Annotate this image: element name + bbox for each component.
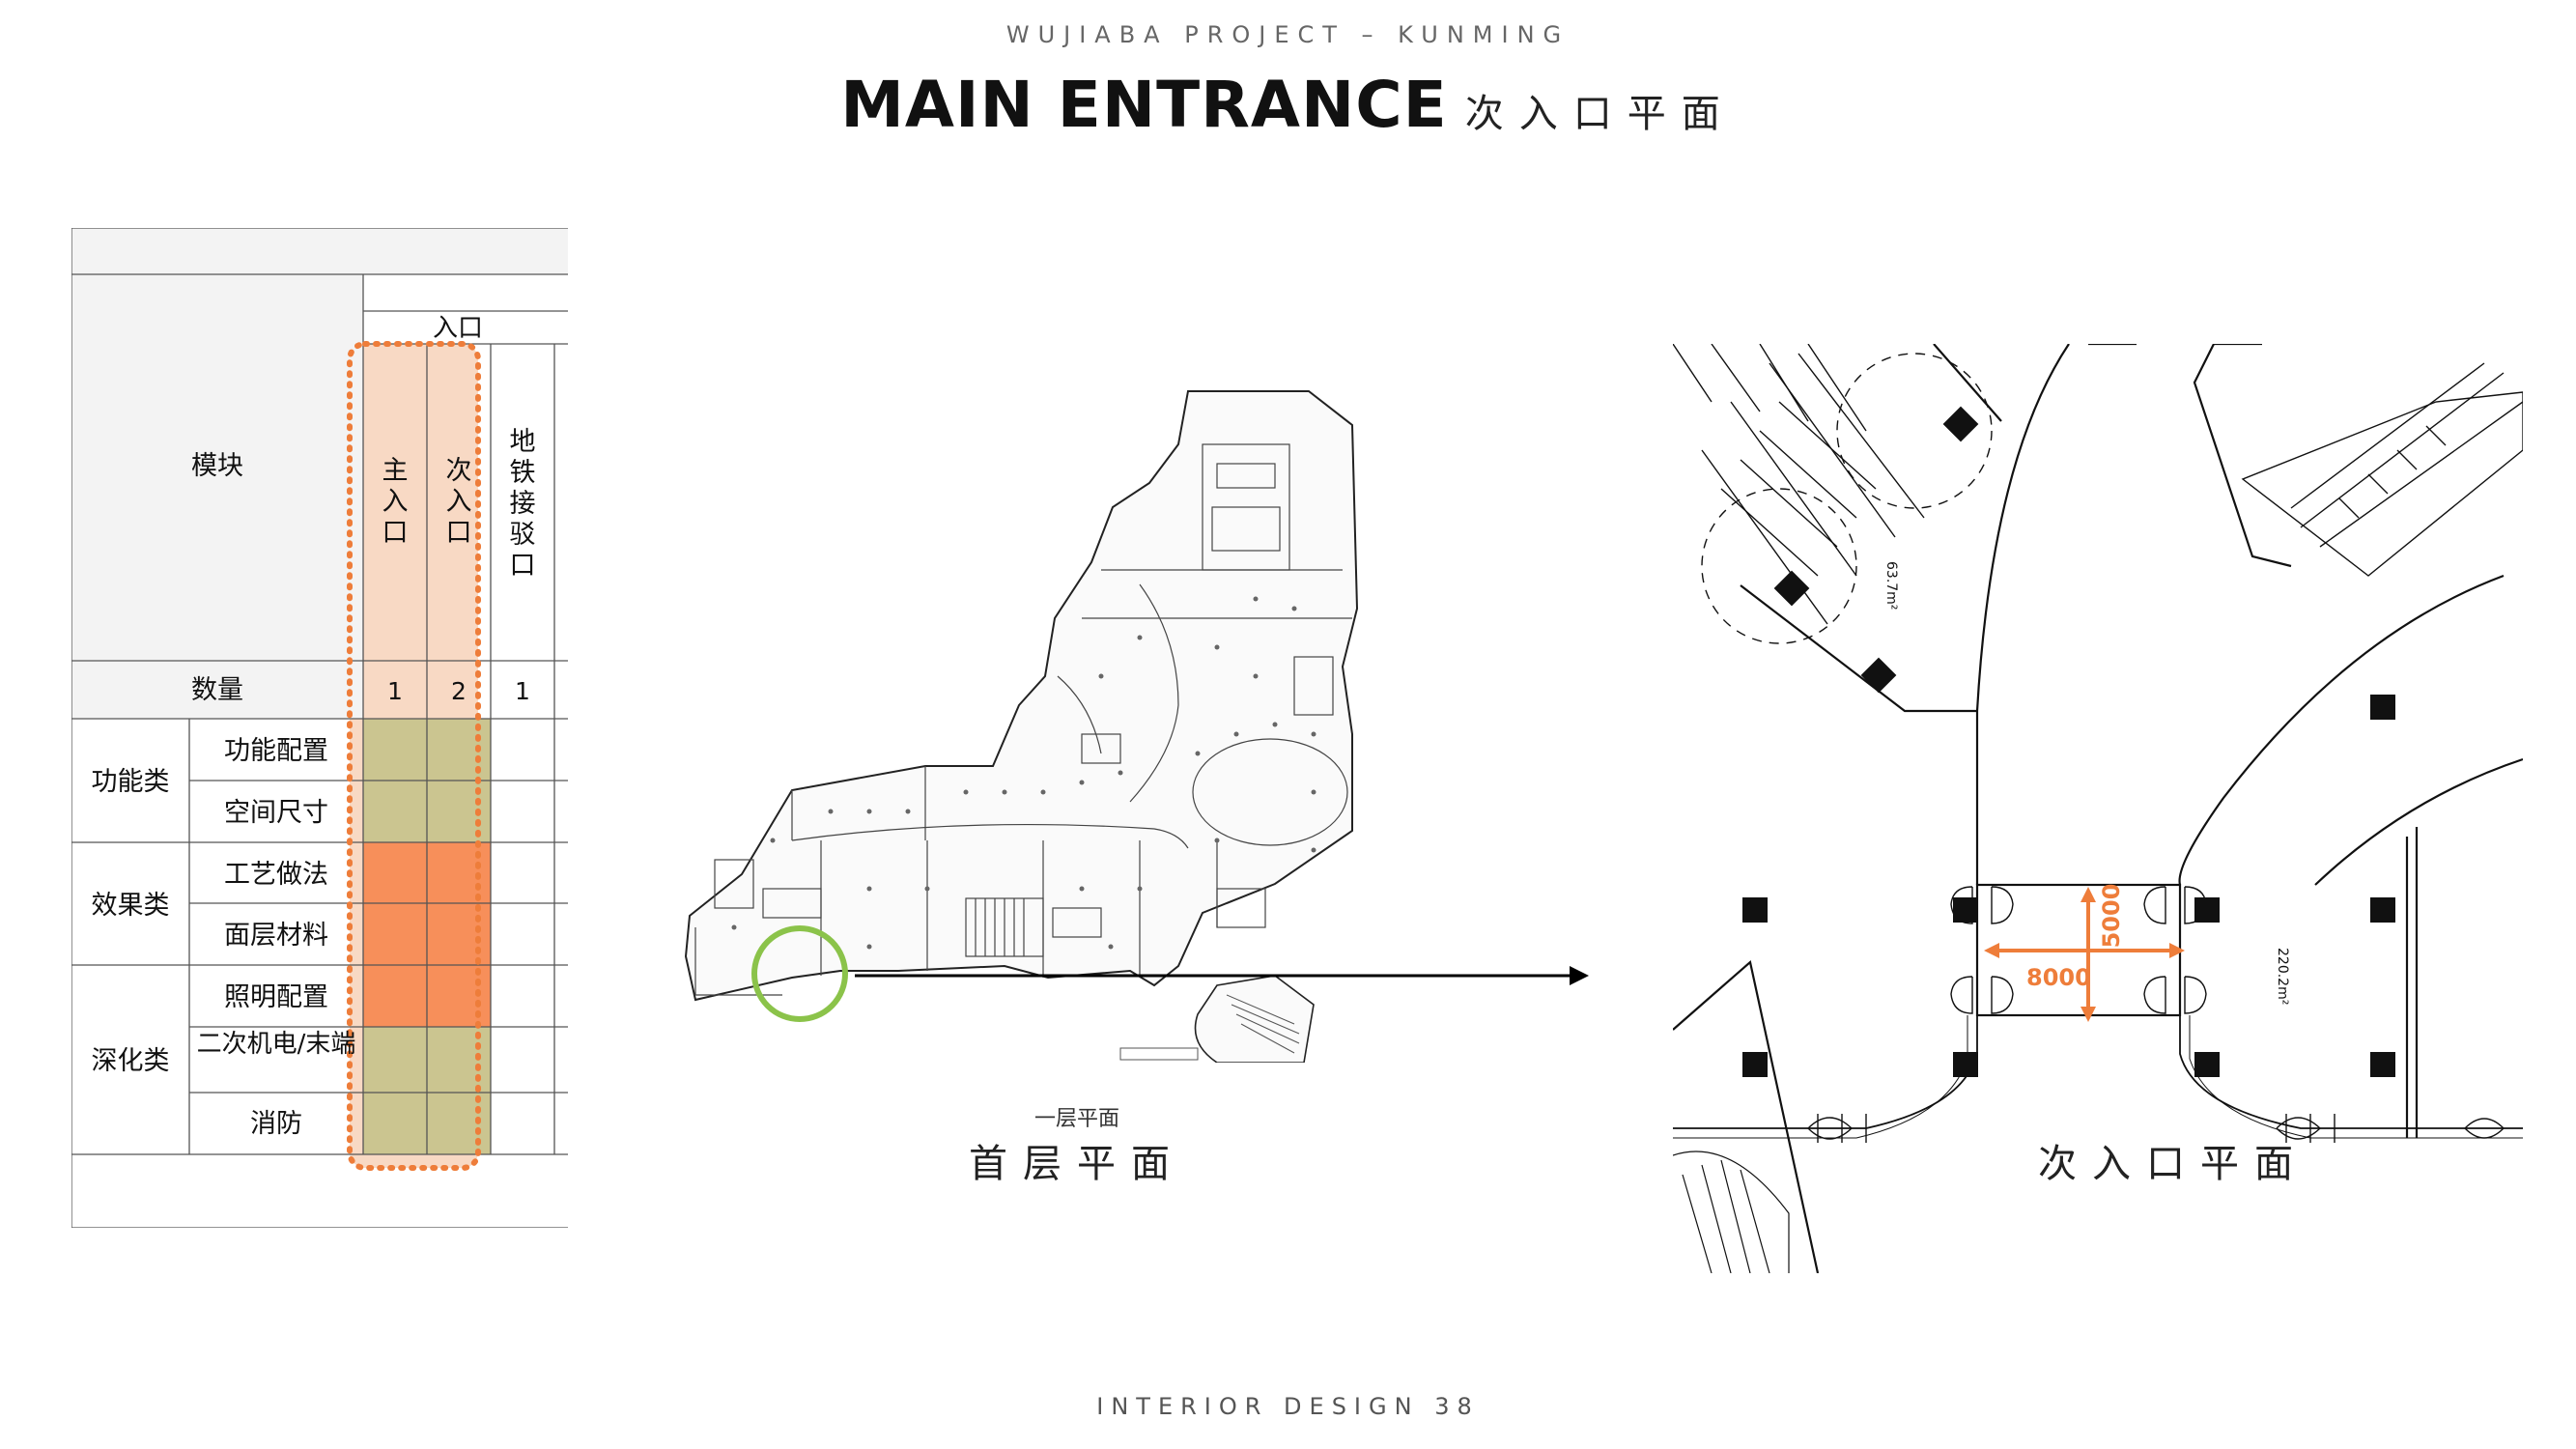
escalator-cluster-left <box>1673 344 1993 644</box>
row-space-size: 空间尺寸 <box>224 798 328 828</box>
south-annex <box>1194 975 1315 1064</box>
secondary-entrance-marker <box>751 925 848 1022</box>
quantity-metro: 1 <box>515 677 530 705</box>
footer-page-label: INTERIOR DESIGN 38 <box>1096 1393 1480 1420</box>
cell-mep-main <box>363 1027 427 1093</box>
cell-space-size-secondary <box>427 781 491 842</box>
ground-floor-plan <box>676 386 1594 1064</box>
callout-arrowhead <box>1570 966 1589 985</box>
quantity-main: 1 <box>387 677 403 705</box>
cell-function-config-secondary <box>427 719 491 781</box>
row-mep: 二次机电/末端 <box>196 1030 356 1059</box>
quantity-secondary: 2 <box>451 677 467 705</box>
area-label-right: 220.2m² <box>2275 948 2290 1005</box>
ground-floor-caption: 首层平面 <box>969 1142 1185 1186</box>
escalator-right <box>2241 362 2523 577</box>
area-label-left: 63.7m² <box>1883 561 1899 610</box>
category-effect: 效果类 <box>92 891 170 921</box>
dimension-depth-label: 5000 <box>2098 884 2125 949</box>
secondary-entrance-plan: 8000 5000 63.7m² 220.2m² <box>1673 344 2523 1273</box>
door-swings <box>1807 886 2505 1143</box>
building-outline <box>684 390 1359 1002</box>
table-quantity-label: 数量 <box>191 675 243 705</box>
cell-fire-secondary <box>427 1093 491 1154</box>
cell-mep-secondary <box>427 1027 491 1093</box>
title-chinese: 次入口平面 <box>1464 92 1736 136</box>
entry-columns-outline <box>347 341 481 1171</box>
module-table: 入口 模块 主入口 次入口 地铁接驳口 数量 1 2 1 功能类 功能配置 空间尺寸… <box>71 227 568 1229</box>
table-module-label: 模块 <box>191 451 243 481</box>
cell-craft-main <box>363 842 427 903</box>
table-group-header: 入口 <box>433 314 483 343</box>
secondary-entrance-caption: 次入口平面 <box>2038 1142 2308 1186</box>
ground-floor-caption-small: 一层平面 <box>1033 1107 1119 1131</box>
corridor-wall-right <box>2178 574 2505 886</box>
col-header-secondary: 次入口 <box>446 456 472 548</box>
cell-fire-main <box>363 1093 427 1154</box>
category-detailing: 深化类 <box>92 1046 170 1076</box>
table-column-headers: 主入口 次入口 地铁接驳口 <box>382 427 536 581</box>
dimension-lines <box>1984 887 2185 1022</box>
secondary-entrance-plan-svg: 8000 5000 63.7m² 220.2m² <box>1673 344 2523 1273</box>
cell-finish-main <box>363 903 427 965</box>
stair-lower-left <box>1673 1151 1790 1273</box>
atrium-void <box>1192 738 1348 846</box>
project-name: WUJIABA PROJECT – KUNMING <box>1005 21 1571 48</box>
cell-craft-secondary <box>427 842 491 903</box>
cell-function-config-main <box>363 719 427 781</box>
col-header-main: 主入口 <box>382 456 409 548</box>
cell-finish-secondary <box>427 903 491 965</box>
row-function-config: 功能配置 <box>224 736 328 766</box>
corridor-wall-left <box>1975 344 2070 885</box>
structural-columns <box>1742 406 2395 1077</box>
cell-lighting-secondary <box>427 965 491 1027</box>
cell-space-size-main <box>363 781 427 842</box>
col-header-metro: 地铁接驳口 <box>510 427 536 581</box>
cell-lighting-main <box>363 965 427 1027</box>
row-finish: 面层材料 <box>224 921 328 951</box>
page-title: MAIN ENTRANCE 次入口平面 <box>0 68 2576 142</box>
dimension-width-label: 8000 <box>2026 964 2091 991</box>
category-function: 功能类 <box>92 767 170 797</box>
facade-line-left <box>1673 1015 1978 1129</box>
facade-line-right <box>2179 1015 2523 1129</box>
title-main: MAIN ENTRANCE <box>840 68 1448 142</box>
column-grid-dots <box>731 596 1316 950</box>
row-craft: 工艺做法 <box>224 860 328 890</box>
ground-floor-plan-svg <box>684 390 1589 1064</box>
module-table-svg: 入口 模块 主入口 次入口 地铁接驳口 数量 1 2 1 功能类 功能配置 空间尺寸… <box>71 227 568 1229</box>
row-fire: 消防 <box>250 1109 302 1139</box>
row-lighting: 照明配置 <box>224 982 328 1012</box>
